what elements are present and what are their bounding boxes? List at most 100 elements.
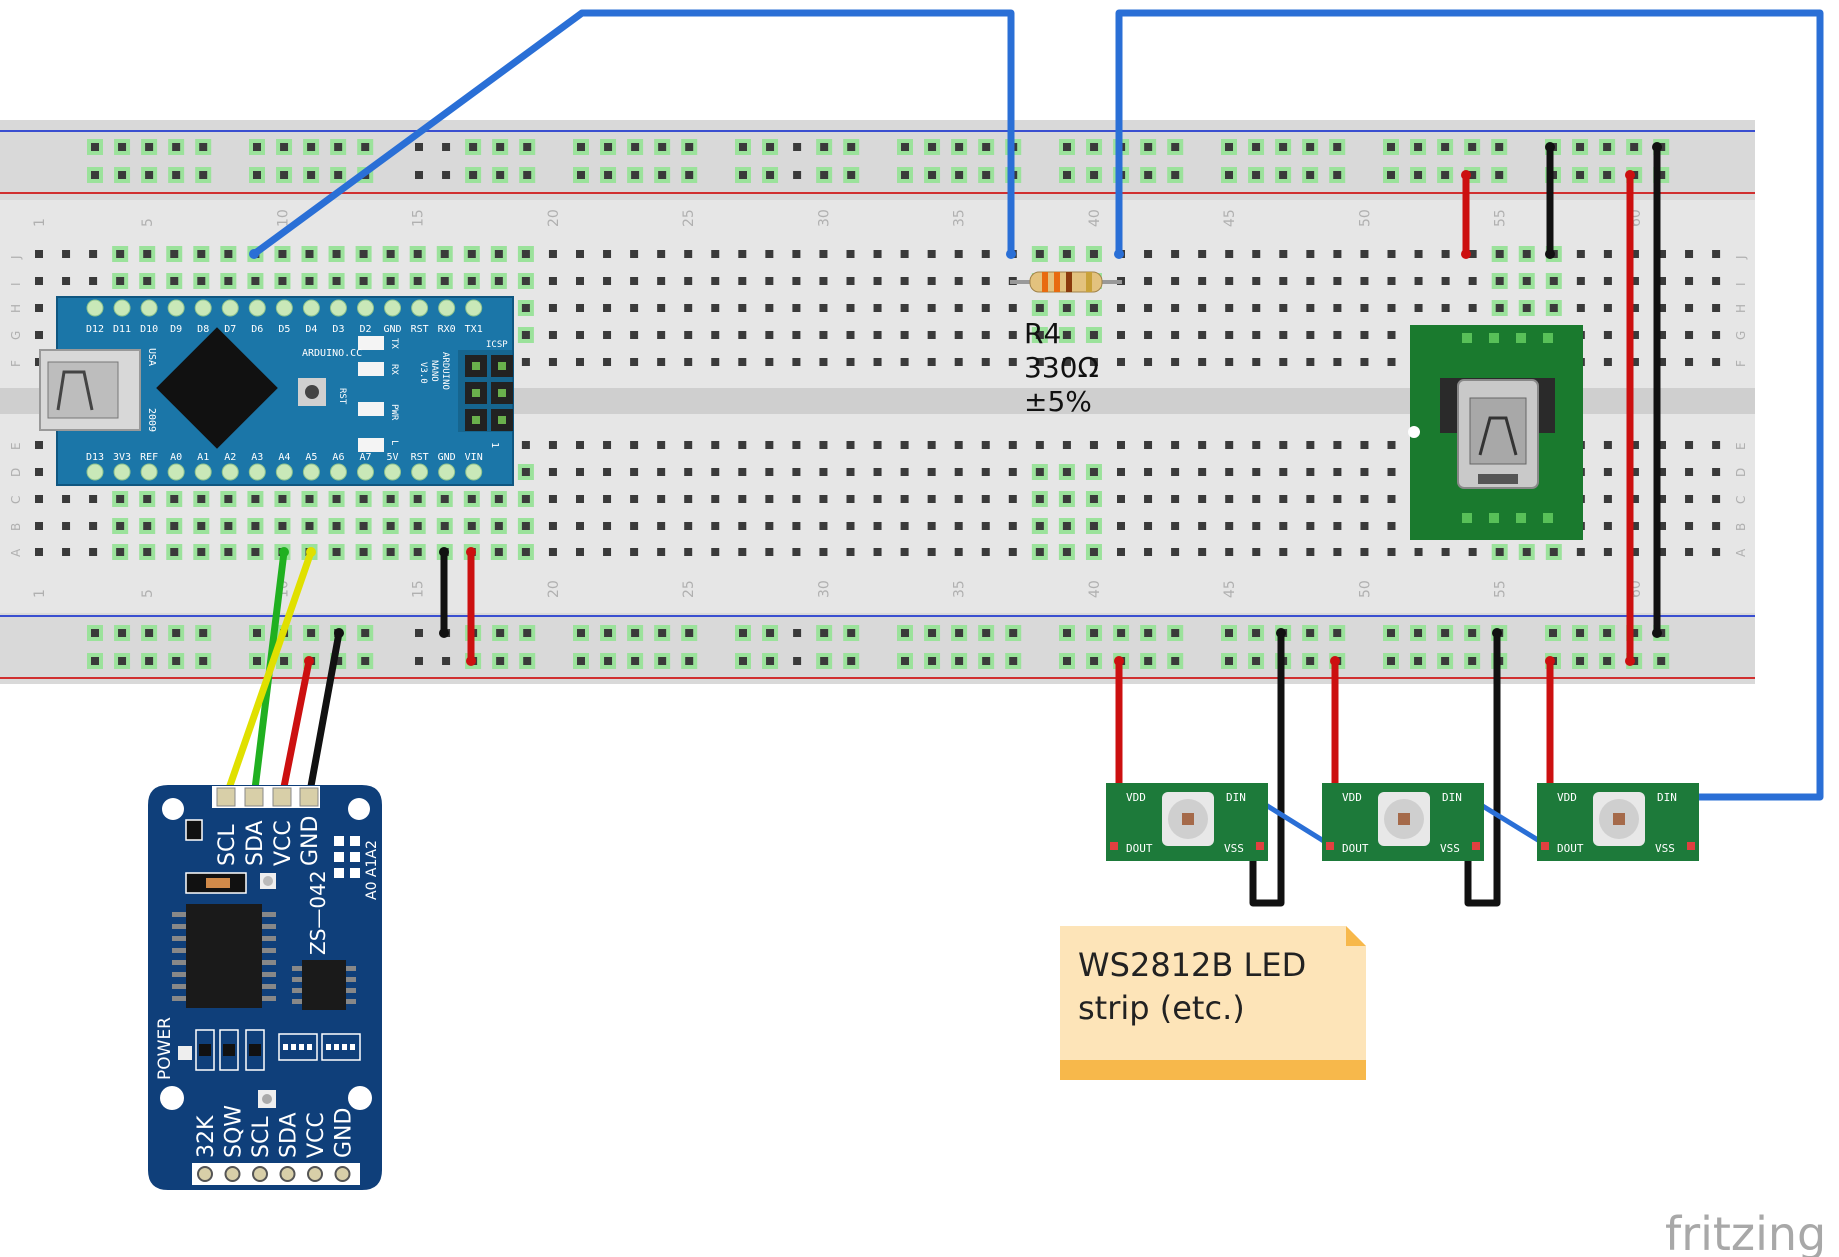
breadboard-hole xyxy=(35,331,43,339)
wire-red-rail-bridge-end xyxy=(1625,656,1635,666)
breadboard-hole xyxy=(928,143,937,151)
arduino-header-pin-top xyxy=(221,299,239,317)
breadboard-hole xyxy=(1252,250,1261,258)
breadboard-hole xyxy=(116,548,125,556)
breadboard-hole xyxy=(1225,143,1233,151)
led-vss-label: VSS xyxy=(1224,842,1244,855)
breadboard-hole xyxy=(981,304,990,312)
arduino-header-pin-top xyxy=(140,299,158,317)
breadboard-hole xyxy=(1685,331,1694,339)
breadboard-hole xyxy=(1333,629,1342,637)
breadboard-hole xyxy=(604,143,613,151)
rtc-smd-array-pad xyxy=(326,1044,331,1050)
rtc-bottom-label-vcc: VCC xyxy=(304,1112,329,1158)
led-dout-label: DOUT xyxy=(1557,842,1584,855)
wire-black-rail-bridge-end xyxy=(1652,628,1662,638)
arduino-header-pin-top xyxy=(384,299,402,317)
rtc-chip-leg-left xyxy=(172,984,186,989)
breadboard-hole xyxy=(1387,358,1396,366)
rtc-top-label-gnd: GND xyxy=(298,816,323,866)
breadboard-hole xyxy=(1198,331,1207,339)
breadboard-hole xyxy=(1117,629,1126,637)
breadboard-hole xyxy=(1441,171,1450,179)
wire-d7-to-resistor-end xyxy=(249,249,259,259)
arduino-pin-label-d12: D12 xyxy=(86,324,104,335)
breadboard-hole xyxy=(820,143,829,151)
breadboard-hole xyxy=(253,143,261,151)
breadboard-hole xyxy=(1008,441,1017,449)
breadboard-hole xyxy=(1306,171,1315,179)
breadboard-hole xyxy=(496,657,505,665)
wire-sda-end xyxy=(279,547,289,557)
breadboard-hole xyxy=(1279,548,1288,556)
breadboard-hole xyxy=(792,304,801,312)
breadboard-hole xyxy=(900,548,909,556)
arduino-header-pin-top xyxy=(411,299,429,317)
breadboard-hole xyxy=(1171,629,1180,637)
column-number-bottom: 40 xyxy=(1087,580,1103,598)
breadboard-hole xyxy=(1279,304,1288,312)
breadboard-hole xyxy=(1171,171,1180,179)
breadboard-hole xyxy=(685,629,694,637)
breadboard-hole xyxy=(955,143,964,151)
breadboard-hole xyxy=(521,495,530,503)
breadboard-hole xyxy=(1549,629,1557,637)
rtc-small-component xyxy=(185,819,203,841)
wire-rtc-vcc-end xyxy=(304,656,314,666)
arduino-pin-label-rst: RST xyxy=(411,452,429,463)
breadboard-hole xyxy=(577,629,585,637)
wire-led2-vss-end xyxy=(1492,628,1502,638)
breadboard-hole xyxy=(819,495,828,503)
arduino-header-pin-top xyxy=(465,299,483,317)
breadboard-hole xyxy=(1117,358,1125,366)
breadboard-hole xyxy=(62,548,71,556)
breadboard-hole xyxy=(630,495,639,503)
usb-pad-top xyxy=(1516,333,1526,343)
breadboard-hole xyxy=(1063,629,1071,637)
icsp-pin xyxy=(498,362,506,370)
rtc-bottom-pins xyxy=(197,1166,351,1182)
arduino-header-pin-bottom xyxy=(86,463,104,481)
breadboard-hole xyxy=(631,171,640,179)
breadboard-hole xyxy=(1117,468,1125,476)
led-vss-pad xyxy=(1687,842,1695,850)
breadboard-hole xyxy=(847,657,856,665)
breadboard-hole xyxy=(1630,358,1639,366)
breadboard-hole xyxy=(631,629,640,637)
breadboard-hole xyxy=(1090,629,1099,637)
breadboard-hole xyxy=(1685,441,1694,449)
arduino-led-pwr xyxy=(358,402,384,416)
breadboard-hole xyxy=(278,495,287,503)
breadboard-hole xyxy=(1144,522,1153,530)
rtc-eeprom-leg-left xyxy=(292,988,302,993)
breadboard-hole xyxy=(819,250,828,258)
breadboard-hole xyxy=(1603,548,1612,556)
breadboard-hole xyxy=(1712,331,1721,339)
breadboard-hole xyxy=(765,250,774,258)
arduino-header-pin-bottom xyxy=(411,463,429,481)
rtc-mount-hole-top-left xyxy=(162,798,184,820)
breadboard-hole xyxy=(657,277,666,285)
breadboard-hole xyxy=(1685,277,1694,285)
breadboard-hole xyxy=(684,358,693,366)
breadboard-hole xyxy=(35,495,43,503)
breadboard-hole xyxy=(1198,277,1207,285)
arduino-pin-label-d8: D8 xyxy=(197,324,209,335)
breadboard-hole xyxy=(576,331,584,339)
breadboard-hole xyxy=(1387,250,1396,258)
breadboard-hole xyxy=(170,522,179,530)
breadboard-hole xyxy=(1171,522,1180,530)
breadboard-hole xyxy=(604,171,613,179)
breadboard-hole xyxy=(548,277,557,285)
breadboard-hole xyxy=(1252,331,1261,339)
breadboard-hole xyxy=(1198,468,1207,476)
breadboard-hole xyxy=(981,468,990,476)
breadboard-hole xyxy=(548,250,557,258)
breadboard-hole xyxy=(1117,548,1125,556)
row-letter-right: H xyxy=(1734,304,1748,313)
breadboard-hole xyxy=(1144,495,1153,503)
breadboard-hole xyxy=(334,143,343,151)
breadboard-hole xyxy=(765,331,774,339)
breadboard-hole xyxy=(143,495,152,503)
